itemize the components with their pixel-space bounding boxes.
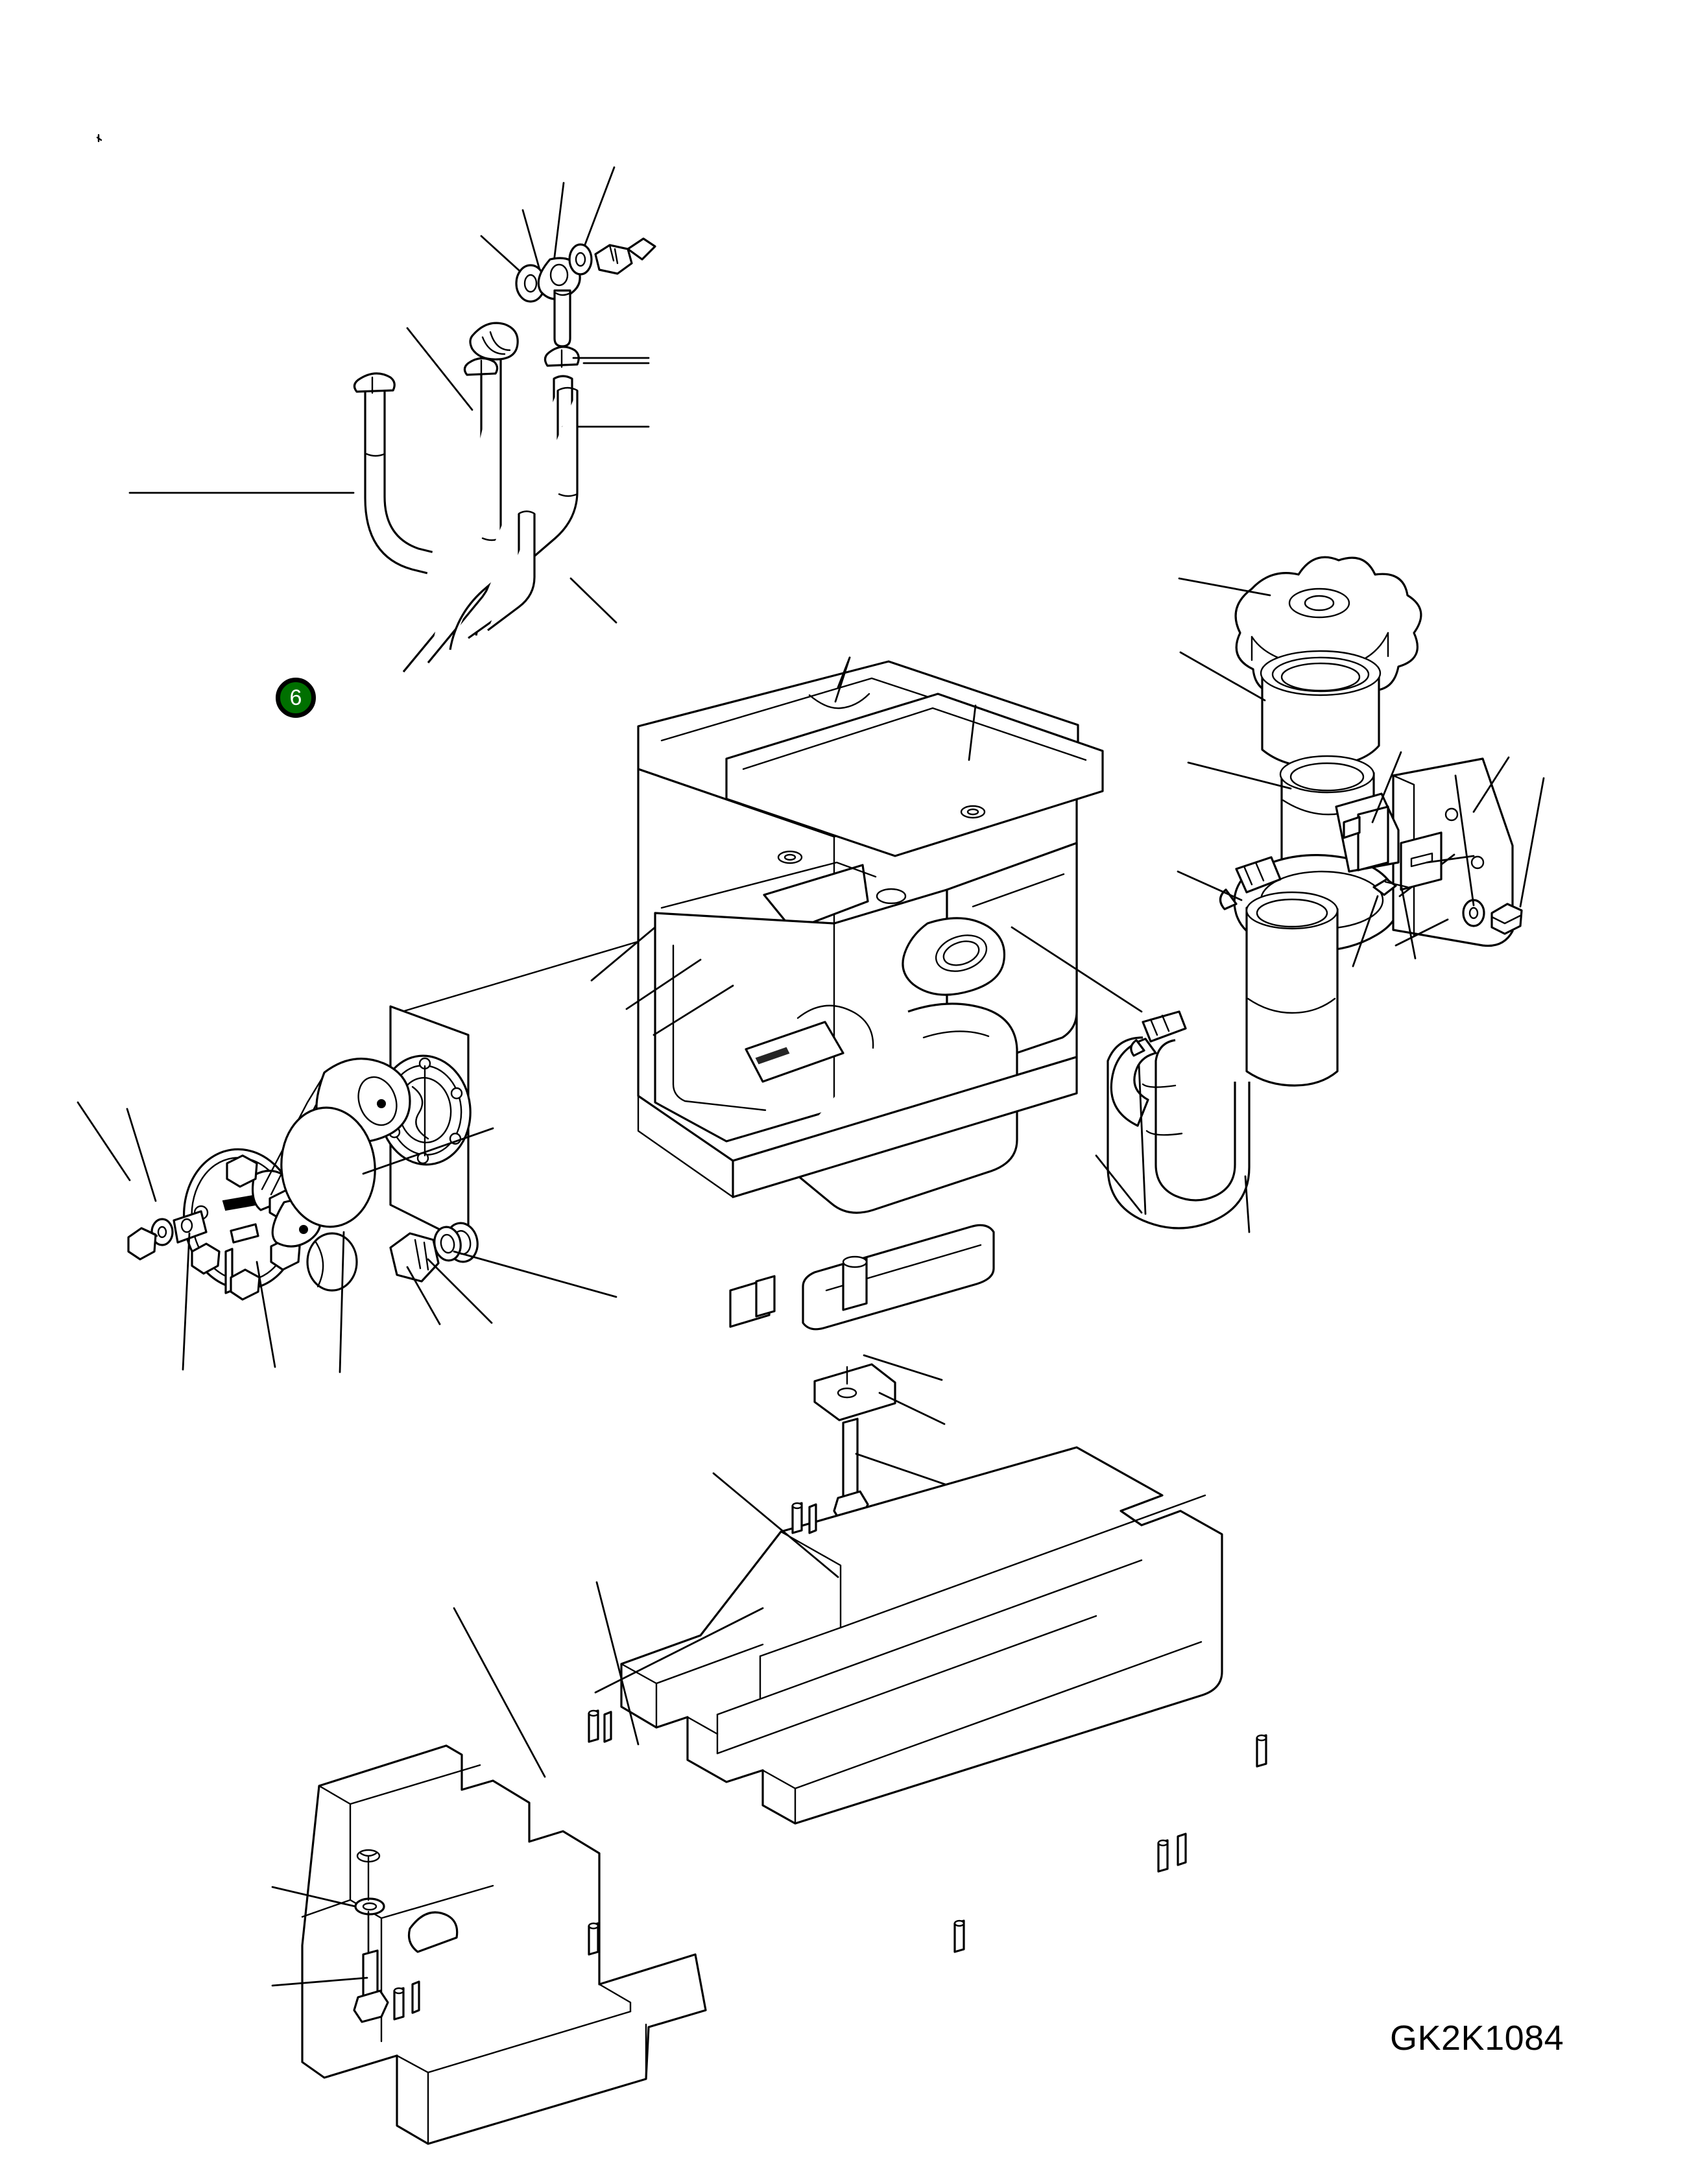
callout-marker-6[interactable]: 6 [276, 678, 316, 718]
registration-tick [96, 134, 102, 143]
level-sender-unit [77, 1057, 494, 1373]
tank-leaders [590, 656, 1143, 1214]
filler-hose-elbow [1107, 891, 1339, 1233]
callout-label: 6 [289, 685, 302, 710]
drain-plug-and-seals [389, 1222, 617, 1325]
figure-code: GK2K1084 [1390, 2019, 1564, 2058]
fuel-hose-routing [128, 322, 650, 673]
under-guard-plate [271, 1446, 1267, 2145]
fuel-line-fittings-top [480, 166, 656, 462]
fuel-tank-body [378, 656, 1104, 1331]
